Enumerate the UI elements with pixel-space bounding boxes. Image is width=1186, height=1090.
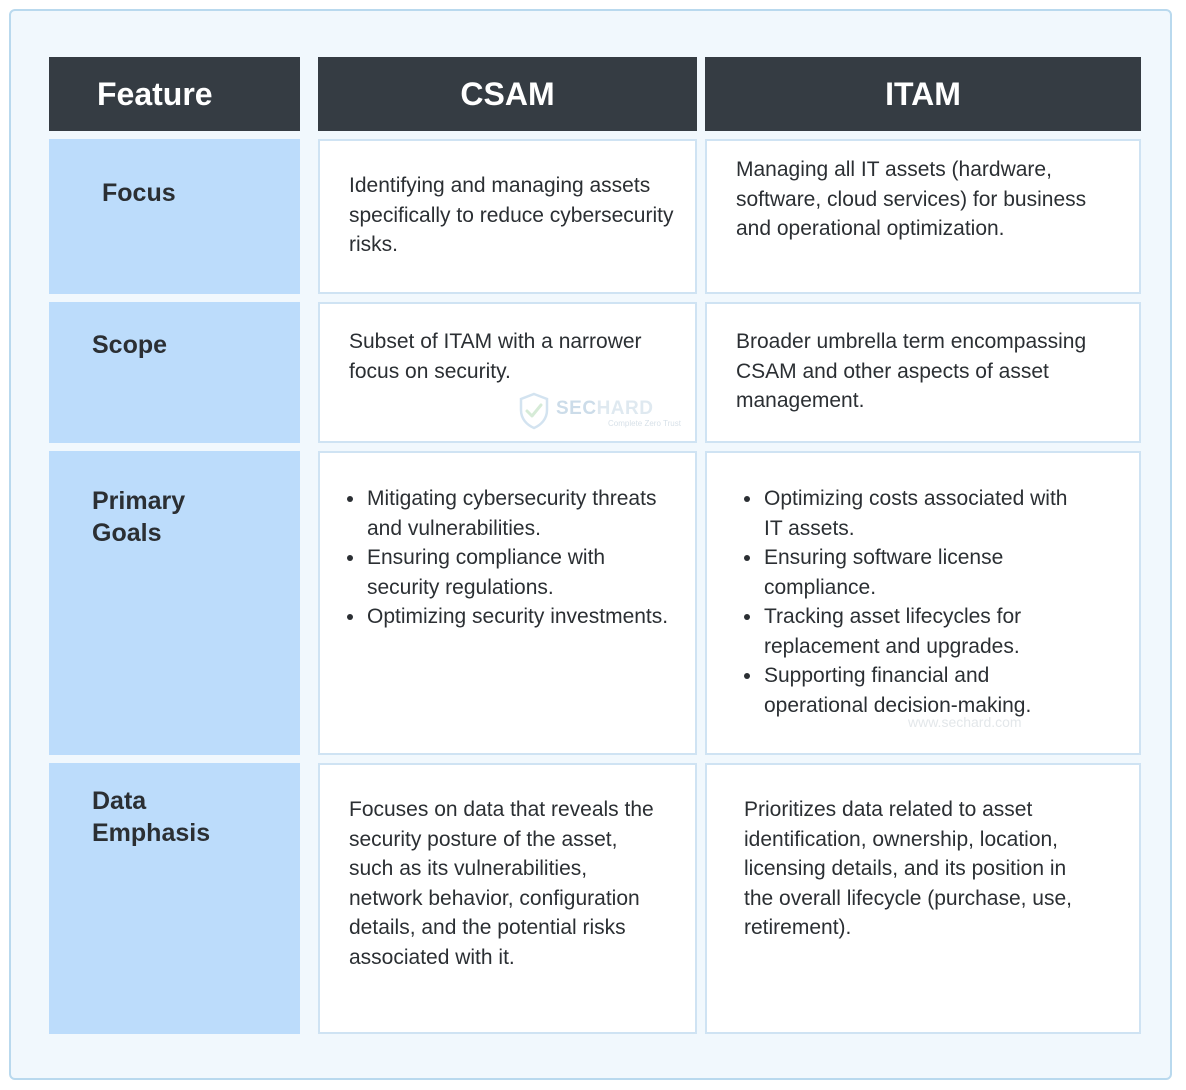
- header-itam: ITAM: [705, 57, 1141, 131]
- csam-goals-list: Mitigating cybersecurity threats and vul…: [345, 484, 670, 632]
- row-focus-feature: Focus: [49, 139, 300, 294]
- row-scope-itam-text: Broader umbrella term encompassing CSAM …: [736, 330, 1087, 412]
- row-scope-label: Scope: [92, 331, 168, 359]
- header-feature-label: Feature: [97, 75, 213, 112]
- list-item: Ensuring compliance with security regula…: [345, 543, 670, 602]
- list-item: Optimizing costs associated with IT asse…: [742, 484, 1079, 543]
- row-scope-csam-text: Subset of ITAM with a narrower focus on …: [349, 330, 642, 383]
- row-data-csam: Focuses on data that reveals the securit…: [318, 763, 697, 1034]
- row-focus-csam-text: Identifying and managing assets specific…: [349, 174, 674, 256]
- row-data-csam-text: Focuses on data that reveals the securit…: [349, 798, 654, 969]
- row-goals-csam: Mitigating cybersecurity threats and vul…: [318, 451, 697, 755]
- row-focus-itam-text: Managing all IT assets (hardware, softwa…: [736, 158, 1087, 240]
- header-csam: CSAM: [318, 57, 697, 131]
- shield-check-icon: [518, 392, 550, 435]
- row-scope-itam: Broader umbrella term encompassing CSAM …: [705, 302, 1141, 443]
- list-item: Supporting financial and operational dec…: [742, 661, 1079, 720]
- list-item: Optimizing security investments.: [345, 602, 670, 632]
- list-item: Tracking asset lifecycles for replacemen…: [742, 602, 1079, 661]
- watermark-url: www.sechard.com: [908, 714, 1022, 730]
- row-data-itam-text: Prioritizes data related to asset identi…: [744, 798, 1072, 939]
- watermark-tagline: Complete Zero Trust: [608, 418, 681, 428]
- row-focus-csam: Identifying and managing assets specific…: [318, 139, 697, 294]
- row-scope-feature: Scope: [49, 302, 300, 443]
- row-goals-feature: Primary Goals: [49, 451, 300, 755]
- row-data-label: Data Emphasis: [92, 787, 211, 847]
- header-csam-label: CSAM: [460, 75, 555, 112]
- header-itam-label: ITAM: [885, 75, 961, 112]
- list-item: Mitigating cybersecurity threats and vul…: [345, 484, 670, 543]
- header-feature: Feature: [49, 57, 300, 131]
- sechard-watermark-logo: SECHARD Complete Zero Trust: [518, 392, 681, 435]
- watermark-brand-hard: HARD: [596, 397, 654, 419]
- list-item: Ensuring software license compliance.: [742, 543, 1079, 602]
- row-goals-label: Primary Goals: [92, 487, 186, 547]
- row-data-feature: Data Emphasis: [49, 763, 300, 1034]
- row-focus-label: Focus: [102, 179, 176, 207]
- row-scope-csam: Subset of ITAM with a narrower focus on …: [318, 302, 697, 443]
- row-goals-itam: Optimizing costs associated with IT asse…: [705, 451, 1141, 755]
- row-data-itam: Prioritizes data related to asset identi…: [705, 763, 1141, 1034]
- itam-goals-list: Optimizing costs associated with IT asse…: [742, 484, 1079, 720]
- watermark-brand-sec: SEC: [556, 397, 597, 419]
- row-focus-itam: Managing all IT assets (hardware, softwa…: [705, 139, 1141, 294]
